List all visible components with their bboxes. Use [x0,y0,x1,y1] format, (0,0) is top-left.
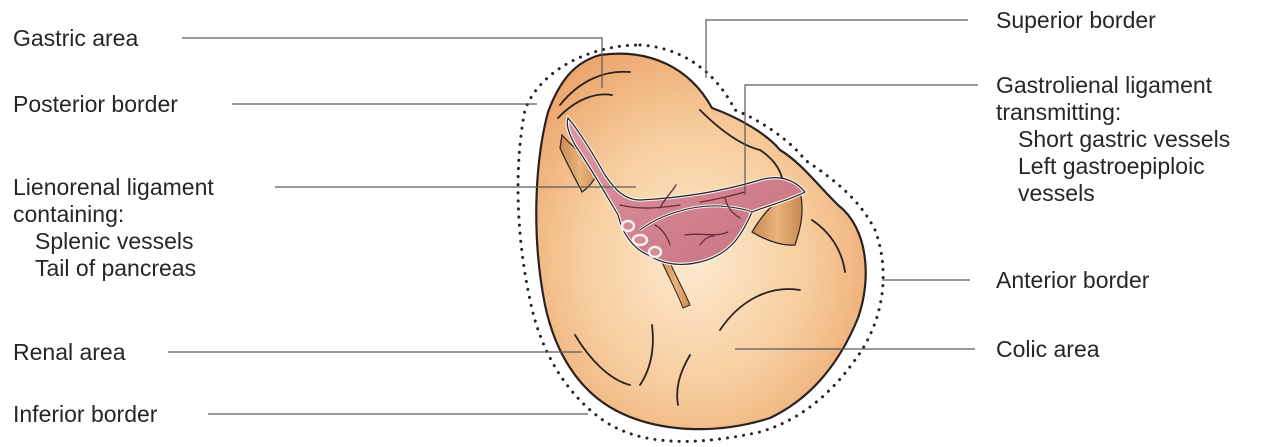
label-posterior-border: Posterior border [13,91,178,118]
label-gastrolienal-ligament: Gastrolienal ligament transmitting: Shor… [996,72,1230,207]
lienorenal-line-4: Tail of pancreas [13,255,214,282]
label-renal-area: Renal area [13,339,126,366]
label-lienorenal-ligament: Lienorenal ligament containing: Splenic … [13,174,214,282]
leader-gastric-area [182,38,602,88]
label-inferior-border: Inferior border [13,401,157,428]
label-colic-area: Colic area [996,336,1100,363]
label-anterior-border: Anterior border [996,267,1149,294]
lienorenal-line-3: Splenic vessels [13,228,214,255]
gastrolienal-line-1: Gastrolienal ligament [996,72,1230,99]
gastrolienal-line-3: Short gastric vessels [996,126,1230,153]
label-superior-border: Superior border [996,7,1156,34]
splenic-vessel-section-1 [622,221,634,231]
lienorenal-line-1: Lienorenal ligament [13,174,214,201]
gastrolienal-line-2: transmitting: [996,99,1230,126]
splenic-vessel-section-3 [649,247,661,257]
label-gastric-area: Gastric area [13,25,138,52]
gastrolienal-line-5: vessels [996,180,1230,207]
lienorenal-line-2: containing: [13,201,214,228]
gastrolienal-line-4: Left gastroepiploic [996,153,1230,180]
splenic-vessel-section-2 [633,235,647,245]
leader-superior-border [706,20,968,78]
